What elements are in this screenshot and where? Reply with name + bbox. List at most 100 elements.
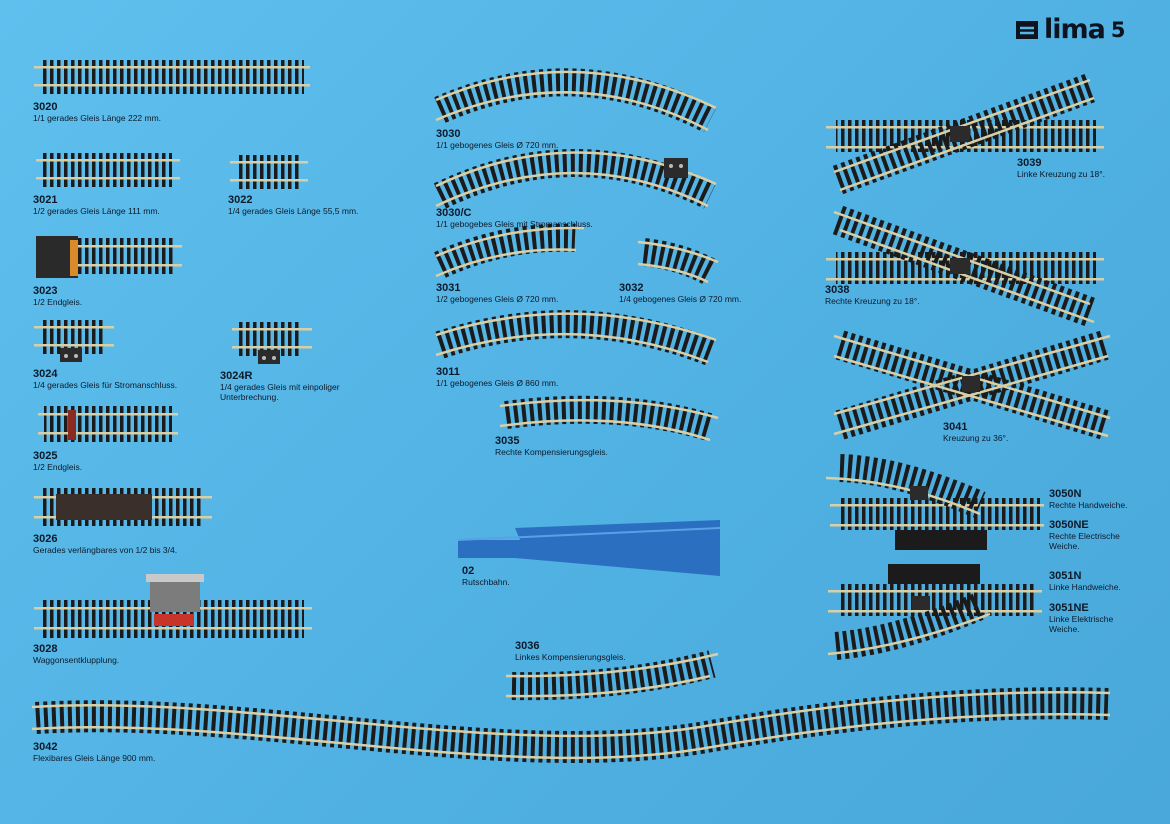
track-3024: [34, 320, 114, 362]
item-desc: Flexibares Gleis Länge 900 mm.: [33, 753, 156, 763]
item-desc: 1/1 gerades Gleis Länge 222 mm.: [33, 113, 162, 123]
item-desc: 1/1 gebogebes Gleis mit Stromanschluss.: [436, 219, 593, 229]
item-desc: 1/2 gebogenes Gleis Ø 720 mm.: [436, 294, 559, 304]
item-number: 3030/C: [436, 207, 472, 219]
item-number: 3036: [515, 640, 540, 652]
track-3023: [36, 236, 182, 278]
brand-header: lima 5: [1016, 14, 1126, 45]
item-number: 3041: [943, 421, 968, 433]
track-3030: [434, 68, 717, 133]
item-desc: Linke Kreuzung zu 18°.: [1017, 169, 1105, 179]
item-3051NE: 3051NE Linke Elektrische Weiche.: [1049, 602, 1113, 634]
item-3030C: 3030/C 1/1 gebogebes Gleis mit Stromansc…: [436, 207, 593, 229]
item-desc: 1/1 gebogenes Gleis Ø 720 mm.: [436, 140, 559, 150]
item-3023: 3023 1/2 Endgleis.: [33, 285, 82, 307]
item-3025: 3025 1/2 Endgleis.: [33, 450, 82, 472]
item-3041: 3041 Kreuzung zu 36°.: [943, 421, 1008, 443]
brand-logo: lima: [1044, 14, 1106, 45]
item-desc: 1/4 gerades Gleis Länge 55,5 mm.: [228, 206, 359, 216]
item-number: 3024: [33, 368, 58, 380]
item-number: 3031: [436, 282, 461, 294]
crossing-3041: [833, 330, 1111, 440]
item-number: 3011: [436, 366, 460, 378]
track-3011: [435, 310, 717, 366]
track-3032: [637, 238, 719, 285]
item-desc: Linke Handweiche.: [1049, 582, 1121, 592]
track-3026: [34, 488, 212, 526]
item-desc: Rechte Kreuzung zu 18°.: [825, 296, 920, 306]
item-3050NE: 3050NE Rechte Electrische Weiche.: [1049, 519, 1120, 551]
item-3050N: 3050N Rechte Handweiche.: [1049, 488, 1127, 510]
item-3030: 3030 1/1 gebogenes Gleis Ø 720 mm.: [436, 128, 558, 150]
item-3021: 3021 1/2 gerades Gleis Länge 111 mm.: [33, 194, 160, 216]
track-3028: [34, 574, 312, 638]
page-number: 5: [1110, 17, 1126, 42]
item-number: 3050N: [1049, 488, 1082, 500]
item-3024R: 3024R 1/4 gerades Gleis mit einpoliger U…: [220, 370, 340, 402]
item-desc: 1/4 gerades Gleis für Stromanschluss.: [33, 380, 178, 390]
lima-brand-icon: [1016, 20, 1038, 39]
track-3030C: [433, 149, 717, 209]
track-3031: [434, 223, 585, 278]
track-3020: [34, 60, 310, 94]
item-02: 02 Rutschbahn.: [462, 565, 510, 587]
crossing-3038: [826, 205, 1104, 327]
item-number: 3022: [228, 194, 253, 206]
turnout-3050: [825, 454, 1044, 550]
item-number: 3035: [495, 435, 520, 447]
item-desc: Rutschbahn.: [462, 577, 510, 587]
slide-02: [457, 520, 721, 576]
item-desc-2: Weiche.: [1049, 624, 1080, 634]
track-3024R: [232, 322, 312, 364]
crossing-3039: [826, 73, 1104, 195]
track-3025: [38, 406, 178, 442]
item-desc: 1/4 gerades Gleis mit einpoliger: [220, 382, 340, 392]
item-desc: Linke Elektrische: [1049, 614, 1114, 624]
item-number: 3021: [33, 194, 58, 206]
item-3028: 3028 Waggonsentklupplung.: [33, 643, 119, 665]
item-3032: 3032 1/4 gebogenes Gleis Ø 720 mm.: [619, 282, 741, 304]
item-desc: 1/2 gerades Gleis Länge 111 mm.: [33, 206, 160, 216]
item-3031: 3031 1/2 gebogenes Gleis Ø 720 mm.: [436, 282, 558, 304]
item-number: 3024R: [220, 370, 253, 382]
item-3051N: 3051N Linke Handweiche.: [1049, 570, 1121, 592]
item-desc: 1/1 gebogenes Gleis Ø 860 mm.: [436, 378, 559, 388]
turnout-3051: [827, 564, 1042, 660]
item-3020: 3020 1/1 gerades Gleis Länge 222 mm.: [33, 101, 161, 123]
item-3024: 3024 1/4 gerades Gleis für Stromanschlus…: [33, 368, 177, 390]
item-desc: Rechte Electrische: [1049, 531, 1120, 541]
item-number: 3020: [33, 101, 58, 113]
track-3042: [31, 687, 1111, 763]
item-number: 3050NE: [1049, 519, 1089, 531]
item-desc: Rechte Kompensierungsgleis.: [495, 447, 608, 457]
item-desc: 1/4 gebogenes Gleis Ø 720 mm.: [619, 294, 742, 304]
item-desc: Waggonsentklupplung.: [33, 655, 120, 665]
item-3011: 3011 1/1 gebogenes Gleis Ø 860 mm.: [436, 366, 558, 388]
item-desc-2: Unterbrechung.: [220, 392, 279, 402]
item-desc: 1/2 Endgleis.: [33, 462, 83, 472]
item-3042: 3042 Flexibares Gleis Länge 900 mm.: [33, 741, 155, 763]
item-desc: Rechte Handweiche.: [1049, 500, 1128, 510]
item-number: 3042: [33, 741, 58, 753]
track-3021: [36, 153, 180, 187]
track-3022: [230, 155, 308, 189]
item-desc: Kreuzung zu 36°.: [943, 433, 1009, 443]
item-3038: 3038 Rechte Kreuzung zu 18°.: [825, 284, 920, 306]
item-number: 3025: [33, 450, 58, 462]
item-desc-2: Weiche.: [1049, 541, 1080, 551]
item-number: 3023: [33, 285, 58, 297]
item-desc: Linkes Kompensierungsgleis.: [515, 652, 626, 662]
item-3035: 3035 Rechte Kompensierungsgleis.: [495, 435, 608, 457]
item-number: 3032: [619, 282, 644, 294]
item-3022: 3022 1/4 gerades Gleis Länge 55,5 mm.: [228, 194, 358, 216]
item-number: 02: [462, 565, 475, 577]
item-desc: Gerades verlängbares von 1/2 bis 3/4.: [33, 545, 178, 555]
item-number: 3051NE: [1049, 602, 1089, 614]
item-3036: 3036 Linkes Kompensierungsgleis.: [515, 640, 626, 662]
item-number: 3030: [436, 128, 461, 140]
item-3039: 3039 Linke Kreuzung zu 18°.: [1017, 157, 1105, 179]
item-3026: 3026 Gerades verlängbares von 1/2 bis 3/…: [33, 533, 177, 555]
item-number: 3038: [825, 284, 850, 296]
